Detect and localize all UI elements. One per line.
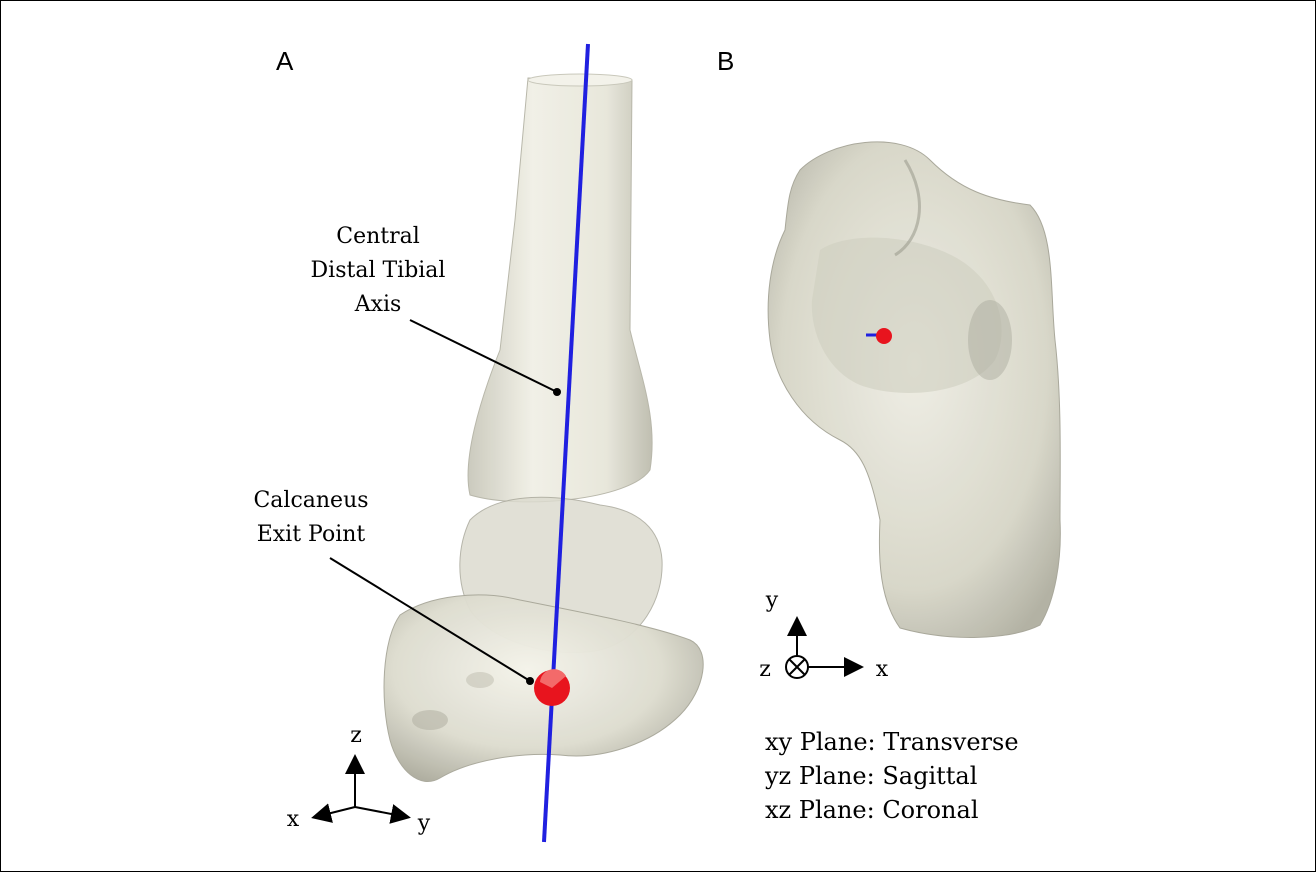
axis-b-x-label: x	[876, 657, 889, 682]
plane-legend: xy Plane: Transverse yz Plane: Sagittal …	[764, 728, 1019, 824]
axis-a-z-label: z	[350, 723, 362, 748]
axis-a-y-label: y	[417, 811, 431, 836]
axes-b: y z x	[759, 588, 889, 682]
tibia-bone	[468, 78, 652, 502]
axis-b-z-label: z	[759, 657, 771, 682]
panel-b: B y z x xy Plane: Transverse yz Plane:	[717, 46, 1060, 824]
plane-legend-yz: yz Plane: Sagittal	[764, 762, 977, 790]
axis-b-y-label: y	[765, 588, 779, 613]
panel-a-letter: A	[276, 46, 294, 76]
callout-exit-point-line2: Exit Point	[257, 522, 366, 547]
callout-tibial-axis-line1: Central	[336, 224, 420, 249]
callout-tibial-axis-dot	[553, 388, 561, 396]
foot-bone-model-top-view	[768, 142, 1060, 638]
callout-exit-point-line1: Calcaneus	[253, 488, 368, 513]
panel-b-letter: B	[717, 46, 734, 76]
callout-tibial-axis-line2: Distal Tibial	[311, 258, 446, 283]
axis-a-x-label: x	[287, 807, 300, 832]
callout-tibial-axis-line3: Axis	[354, 292, 402, 317]
callout-exit-point-dot	[526, 677, 534, 685]
plane-legend-xy: xy Plane: Transverse	[765, 728, 1019, 756]
panel-a: A Central Distal Tibial Axis	[253, 44, 703, 842]
plane-legend-xz: xz Plane: Coronal	[765, 796, 979, 824]
